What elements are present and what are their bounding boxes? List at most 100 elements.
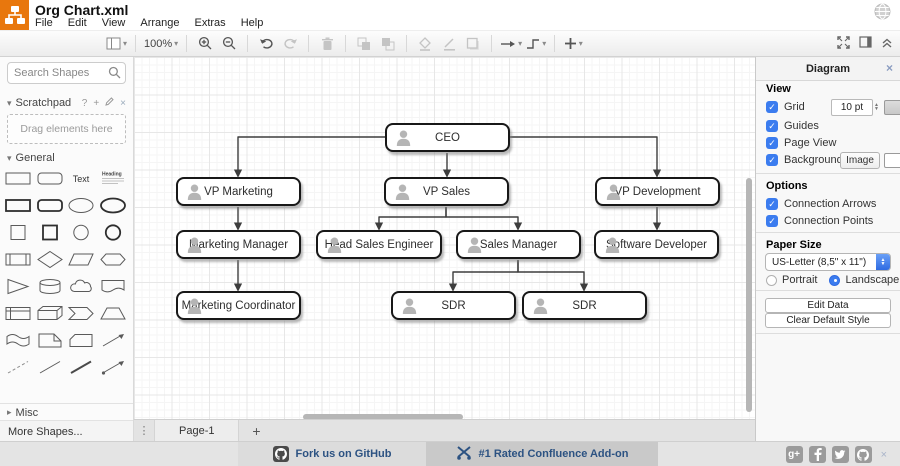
scratchpad-header[interactable]: ▾ Scratchpad ? + × (0, 97, 133, 109)
portrait-radio[interactable] (766, 274, 777, 286)
twitter-icon[interactable] (831, 446, 849, 463)
delete-button[interactable] (315, 33, 339, 55)
shape-parallelogram[interactable] (66, 250, 98, 268)
undo-button[interactable] (254, 33, 278, 55)
org-node-vp-sales[interactable]: VP Sales (384, 177, 509, 206)
menu-help[interactable]: Help (240, 17, 264, 29)
pages-menu-icon[interactable]: ⋮ (138, 425, 150, 437)
connector-vp-sales-head-sales-engineer[interactable] (374, 207, 447, 231)
shape-card[interactable] (66, 331, 98, 349)
fullscreen-icon[interactable] (837, 35, 850, 52)
language-globe-icon[interactable] (874, 3, 891, 23)
horizontal-scrollbar-thumb[interactable] (303, 414, 463, 419)
org-node-vp-development[interactable]: VP Development (595, 177, 720, 206)
redo-button[interactable] (278, 33, 302, 55)
grid-color-swatch[interactable] (884, 99, 900, 115)
close-icon[interactable]: × (885, 61, 893, 75)
shape-internal-storage[interactable] (2, 304, 34, 322)
grid-size-stepper[interactable]: ▲▼ (874, 102, 879, 112)
background-color-swatch[interactable] (884, 152, 900, 168)
confluence-addon-link[interactable]: #1 Rated Confluence Add-on (426, 442, 658, 466)
shape-cloud[interactable] (66, 277, 98, 295)
connector-sales-manager-sdr[interactable] (448, 260, 519, 292)
shape-ellipse[interactable] (66, 196, 98, 214)
more-shapes-button[interactable]: More Shapes... (0, 420, 133, 442)
grid-checkbox[interactable]: ✓ (766, 101, 778, 113)
menu-view[interactable]: View (101, 17, 126, 29)
connector-ceo-vp-development[interactable] (510, 136, 662, 178)
view-layout-button[interactable]: ▾ (104, 33, 129, 55)
shape-note[interactable] (34, 331, 66, 349)
shape-circle-bold[interactable] (97, 223, 129, 241)
connection-style-button[interactable]: ▾ (498, 33, 524, 55)
shape-document[interactable] (97, 277, 129, 295)
shape-rounded-rectangle[interactable] (34, 169, 66, 187)
shape-link[interactable] (66, 358, 98, 376)
shape-rounded-rectangle-bold[interactable] (34, 196, 66, 214)
menu-arrange[interactable]: Arrange (140, 17, 180, 29)
org-node-sdr[interactable]: SDR (391, 291, 516, 320)
tab-diagram[interactable]: Diagram × (756, 57, 900, 81)
grid-size-input[interactable]: 10 pt (831, 98, 873, 116)
shape-step[interactable] (66, 304, 98, 322)
shape-textbox[interactable]: Heading (97, 169, 129, 187)
shape-diamond[interactable] (34, 250, 66, 268)
background-checkbox[interactable]: ✓ (766, 154, 778, 166)
shape-line[interactable] (34, 358, 66, 376)
format-panel-toggle-icon[interactable] (859, 36, 872, 51)
shape-trapezoid[interactable] (97, 304, 129, 322)
edit-data-button[interactable]: Edit Data (765, 298, 891, 313)
scratchpad-dropzone[interactable]: Drag elements here (7, 114, 126, 144)
shape-dashed-line[interactable] (2, 358, 34, 376)
org-node-marketing-manager[interactable]: Marketing Manager (176, 230, 301, 259)
googleplus-icon[interactable]: g+ (785, 446, 803, 463)
connector-vp-sales-sales-manager[interactable] (445, 207, 523, 231)
shape-text[interactable]: Text (66, 169, 98, 187)
connector-sales-manager-sdr-2[interactable] (517, 260, 589, 292)
add-page-button[interactable]: + (252, 422, 261, 439)
guides-checkbox[interactable]: ✓ (766, 120, 778, 132)
add-icon[interactable]: + (93, 97, 100, 109)
close-icon[interactable]: × (120, 97, 126, 109)
connection-arrows-checkbox[interactable]: ✓ (766, 198, 778, 210)
pencil-icon[interactable] (105, 97, 114, 109)
shape-arrow[interactable] (97, 331, 129, 349)
shape-square-bold[interactable] (34, 223, 66, 241)
collapse-toolbar-icon[interactable] (881, 36, 893, 51)
clear-default-style-button[interactable]: Clear Default Style (765, 313, 891, 328)
to-front-button[interactable] (352, 33, 376, 55)
shape-cylinder[interactable] (34, 277, 66, 295)
search-shapes-input[interactable] (7, 62, 126, 84)
fill-color-button[interactable] (413, 33, 437, 55)
menu-edit[interactable]: Edit (67, 17, 87, 29)
shape-triangle[interactable] (2, 277, 34, 295)
paper-size-select[interactable]: US-Letter (8,5" x 11") ▲▼ (765, 253, 891, 271)
line-color-button[interactable] (437, 33, 461, 55)
shape-ellipse-bold[interactable] (97, 196, 129, 214)
waypoints-style-button[interactable]: ▾ (524, 33, 548, 55)
org-node-vp-marketing[interactable]: VP Marketing (176, 177, 301, 206)
facebook-icon[interactable] (808, 446, 826, 463)
zoom-out-button[interactable] (217, 33, 241, 55)
shape-rectangle-bold[interactable] (2, 196, 34, 214)
zoom-level-dropdown[interactable]: 100% ▾ (142, 33, 180, 55)
org-node-marketing-coordinator[interactable]: Marketing Coordinator (176, 291, 301, 320)
insert-button[interactable]: ▾ (561, 33, 585, 55)
shadow-button[interactable] (461, 33, 485, 55)
shape-square[interactable] (2, 223, 34, 241)
page-tab-page-1[interactable]: Page-1 (154, 420, 240, 441)
org-node-software-developer[interactable]: Software Developer (594, 230, 719, 259)
zoom-in-button[interactable] (193, 33, 217, 55)
shape-process[interactable] (2, 250, 34, 268)
menu-extras[interactable]: Extras (194, 17, 226, 29)
shape-circle[interactable] (66, 223, 98, 241)
background-image-button[interactable]: Image (840, 151, 880, 169)
shape-cube[interactable] (34, 304, 66, 322)
to-back-button[interactable] (376, 33, 400, 55)
connector-ceo-vp-marketing[interactable] (233, 136, 385, 178)
shape-bidirectional-arrow[interactable] (97, 358, 129, 376)
general-section-header[interactable]: ▾ General (0, 152, 133, 164)
vertical-scrollbar-thumb[interactable] (746, 178, 752, 412)
github-link[interactable]: Fork us on GitHub (238, 442, 426, 466)
